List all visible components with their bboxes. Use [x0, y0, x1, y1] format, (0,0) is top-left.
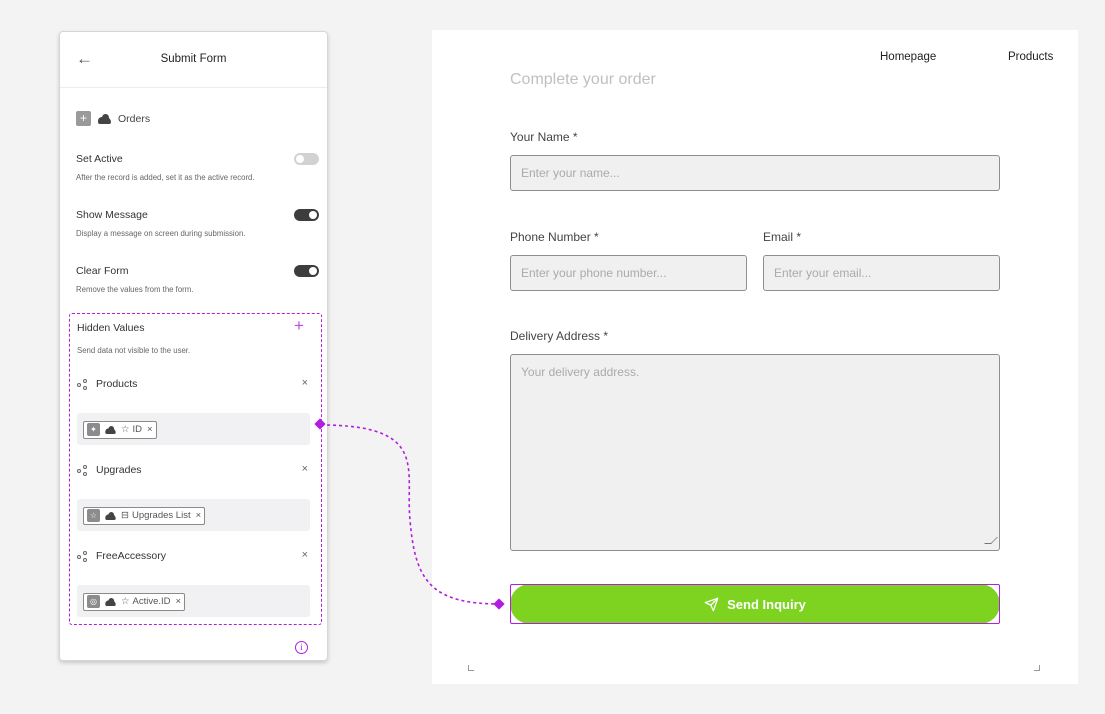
hidden-value-item: Products × ✦ ☆ ID ×: [77, 376, 310, 445]
share-icon: [77, 464, 88, 476]
back-arrow-icon[interactable]: ←: [76, 49, 93, 68]
option-label: Set Active: [76, 153, 123, 165]
address-field[interactable]: Your delivery address.: [510, 354, 1000, 551]
phone-field[interactable]: Enter your phone number...: [510, 255, 747, 291]
hidden-value-name: FreeAccessory: [96, 550, 167, 562]
share-icon: [77, 378, 88, 390]
hidden-values-description: Send data not visible to the user.: [77, 346, 191, 355]
option-description: Display a message on screen during submi…: [76, 229, 246, 238]
hidden-value-name: Products: [96, 378, 138, 390]
connector-end-handle[interactable]: [493, 598, 505, 610]
hidden-value-binding[interactable]: ◎ ☆ Active.ID ×: [77, 585, 310, 617]
option-label: Show Message: [76, 209, 148, 221]
hidden-value-item: Upgrades × ☆ ⊟ Upgrades List ×: [77, 462, 310, 531]
hidden-value-binding[interactable]: ✦ ☆ ID ×: [77, 413, 310, 445]
set-active-toggle[interactable]: [294, 153, 319, 165]
share-icon: [77, 550, 88, 562]
data-source-row[interactable]: + Orders: [76, 111, 150, 126]
chip-text: Upgrades List: [131, 510, 191, 521]
chip-text: ID: [132, 424, 143, 435]
cloud-icon: [97, 113, 112, 124]
remove-hidden-value-icon[interactable]: ×: [301, 463, 308, 475]
value-chip[interactable]: ◎ ☆ Active.ID ×: [83, 592, 186, 611]
submit-form-panel: ← Submit Form: [59, 31, 328, 661]
chip-glyph-icon: ☆: [121, 424, 130, 435]
form-preview: Homepage Products Complete your order Yo…: [432, 30, 1078, 684]
chip-glyph-icon: ☆: [121, 596, 130, 607]
hidden-value-name: Upgrades: [96, 464, 142, 476]
chip-glyph-icon: ⊟: [121, 510, 129, 521]
cloud-icon: [105, 425, 117, 434]
nav-homepage[interactable]: Homepage: [880, 51, 937, 63]
hidden-value-binding[interactable]: ☆ ⊟ Upgrades List ×: [77, 499, 310, 531]
remove-hidden-value-icon[interactable]: ×: [301, 549, 308, 561]
email-label: Email *: [763, 230, 802, 244]
option-label: Clear Form: [76, 265, 129, 277]
cloud-icon: [105, 511, 117, 520]
connector-start-handle[interactable]: [314, 418, 326, 430]
address-label: Delivery Address *: [510, 329, 609, 343]
name-field[interactable]: Enter your name...: [510, 155, 1000, 191]
show-message-toggle[interactable]: [294, 209, 319, 221]
address-placeholder: Your delivery address.: [521, 365, 640, 379]
remove-chip-icon[interactable]: ×: [147, 424, 153, 435]
nav-products[interactable]: Products: [1008, 51, 1054, 63]
email-field[interactable]: Enter your email...: [763, 255, 1000, 291]
sparkle-icon: ✦: [87, 423, 100, 436]
add-hidden-value-icon[interactable]: +: [294, 316, 304, 335]
name-label: Your Name *: [510, 130, 578, 144]
hidden-values-selection: [69, 313, 322, 625]
send-inquiry-button[interactable]: Send Inquiry: [510, 584, 1000, 624]
form-heading: Complete your order: [510, 71, 656, 88]
send-icon: [704, 597, 719, 611]
option-description: After the record is added, set it as the…: [76, 173, 255, 182]
clear-form-toggle[interactable]: [294, 265, 319, 277]
send-inquiry-label: Send Inquiry: [727, 596, 806, 612]
globe-icon: ◎: [87, 595, 100, 608]
star-icon: ☆: [87, 509, 100, 522]
frame-corner-right: [1034, 665, 1040, 671]
option-show-message: Show Message Display a message on screen…: [76, 209, 319, 238]
option-clear-form: Clear Form Remove the values from the fo…: [76, 265, 319, 294]
option-set-active: Set Active After the record is added, se…: [76, 153, 319, 182]
chip-text: Active.ID: [132, 596, 171, 607]
option-description: Remove the values from the form.: [76, 285, 194, 294]
value-chip[interactable]: ✦ ☆ ID ×: [83, 420, 157, 439]
phone-label: Phone Number *: [510, 230, 599, 244]
add-icon[interactable]: +: [76, 111, 91, 126]
panel-header: ← Submit Form: [60, 32, 327, 88]
data-source-label: Orders: [118, 112, 151, 125]
frame-corner-left: [468, 665, 474, 671]
remove-chip-icon[interactable]: ×: [175, 596, 182, 607]
cloud-icon: [105, 597, 117, 606]
remove-chip-icon[interactable]: ×: [195, 510, 202, 521]
panel-title: Submit Form: [160, 53, 227, 65]
remove-hidden-value-icon[interactable]: ×: [301, 377, 308, 389]
value-chip[interactable]: ☆ ⊟ Upgrades List ×: [83, 506, 206, 525]
hidden-value-item: FreeAccessory × ◎ ☆ Active.ID ×: [77, 548, 310, 617]
hidden-values-title: Hidden Values: [77, 322, 145, 334]
info-icon[interactable]: i: [295, 641, 308, 654]
